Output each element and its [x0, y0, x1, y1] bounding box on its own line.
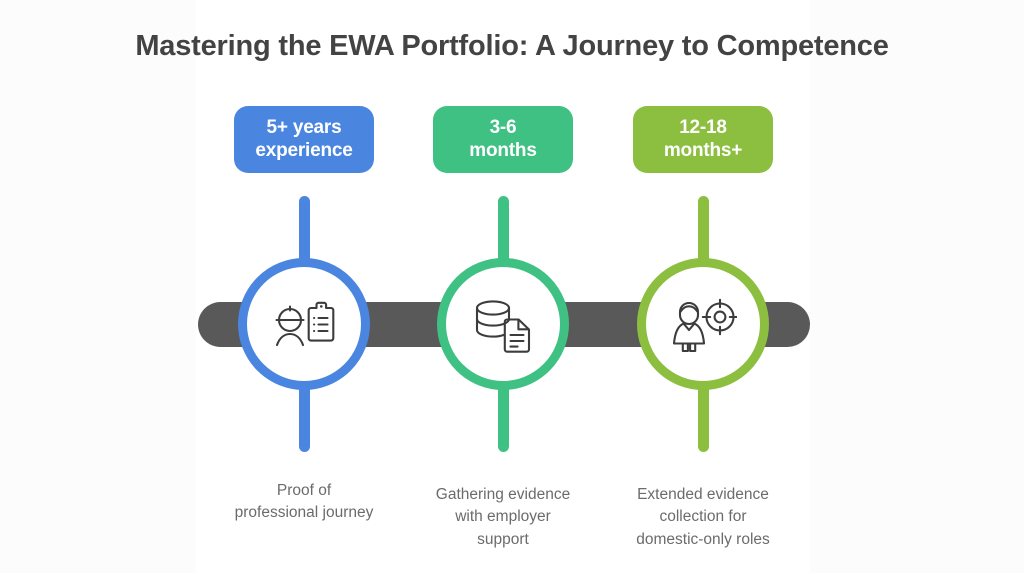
stage-2-caption: Gathering evidence with employer support	[435, 486, 571, 548]
stage-3-badge-label: 12-18 months+	[663, 117, 743, 161]
stage-2-node[interactable]	[437, 258, 569, 390]
database-with-document-icon	[471, 294, 535, 354]
page-title: Mastering the EWA Portfolio: A Journey t…	[135, 30, 889, 62]
stage-3-stem-lower	[698, 382, 709, 452]
stage-3: 12-18 months+	[593, 0, 813, 573]
stage-2-stem-lower	[498, 382, 509, 452]
stage-1-duration-badge[interactable]: 5+ years experience	[234, 106, 374, 173]
stage-1-stem-upper	[299, 196, 310, 266]
right-margin-band	[810, 0, 1024, 573]
stage-1-node[interactable]	[238, 258, 370, 390]
stage-3-duration-badge[interactable]: 12-18 months+	[633, 106, 773, 173]
stage-1-caption: Proof of professional journey	[234, 482, 374, 522]
stage-3-node[interactable]	[637, 258, 769, 390]
stage-3-caption: Extended evidence collection for domesti…	[636, 486, 770, 548]
stage-1-badge-label: 5+ years experience	[255, 117, 353, 161]
stage-2-duration-badge[interactable]: 3-6 months	[433, 106, 573, 173]
stage-3-stem-upper	[698, 196, 709, 266]
stage-2: 3-6 months Gathering evidence	[393, 0, 613, 573]
stage-2-stem-upper	[498, 196, 509, 266]
person-with-target-icon	[669, 294, 737, 354]
stage-1: 5+ years experience	[194, 0, 414, 573]
stage-1-stem-lower	[299, 382, 310, 452]
worker-with-clipboard-icon	[271, 294, 337, 354]
left-margin-band	[0, 0, 196, 573]
stage-2-badge-label: 3-6 months	[469, 117, 537, 161]
